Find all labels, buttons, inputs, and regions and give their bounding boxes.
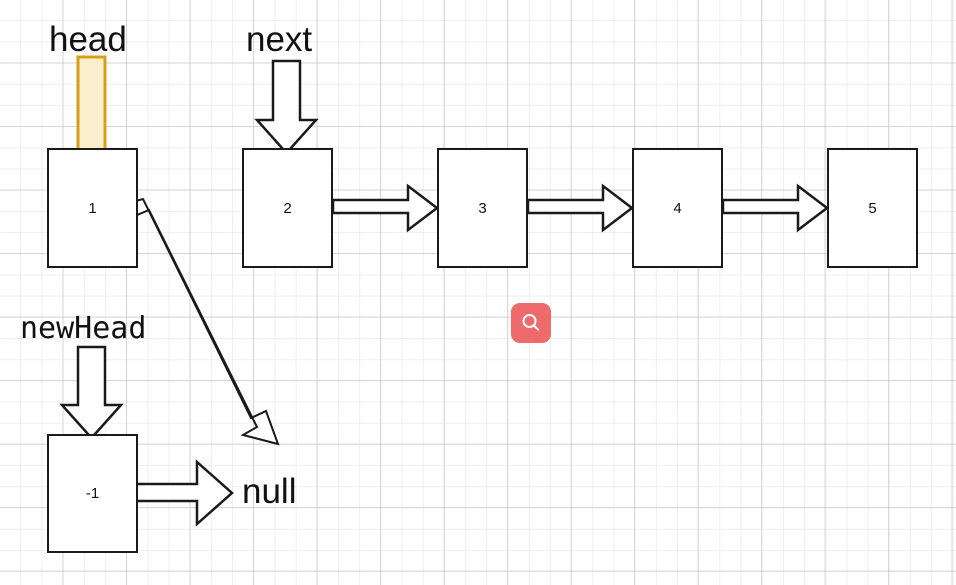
newhead-pointer-arrow (59, 345, 124, 440)
label-null: null (242, 472, 297, 511)
search-icon (522, 314, 539, 331)
node-value: 4 (673, 199, 682, 217)
node-value: 2 (283, 199, 292, 217)
label-next: next (246, 20, 313, 59)
list-node-4[interactable]: 4 (632, 148, 723, 268)
label-new-head: newHead (20, 311, 147, 346)
node-value: 5 (868, 199, 877, 217)
node-value: -1 (85, 485, 100, 502)
list-node-2[interactable]: 2 (242, 148, 333, 268)
label-head: head (49, 20, 127, 59)
next-pointer-arrow (254, 59, 319, 155)
list-node-1[interactable]: 1 (47, 148, 138, 268)
list-node-3[interactable]: 3 (437, 148, 528, 268)
connector-arrow-3-4 (526, 183, 635, 233)
list-node-new-head[interactable]: -1 (47, 434, 138, 553)
connector-arrow-2-3 (331, 183, 440, 233)
node-value: 3 (478, 199, 487, 217)
list-node-5[interactable]: 5 (827, 148, 918, 268)
connector-arrow-4-5 (721, 183, 830, 233)
node-value: 1 (88, 199, 97, 217)
search-badge-button[interactable] (511, 303, 551, 343)
node1-next-diagonal-arrow (130, 197, 280, 446)
